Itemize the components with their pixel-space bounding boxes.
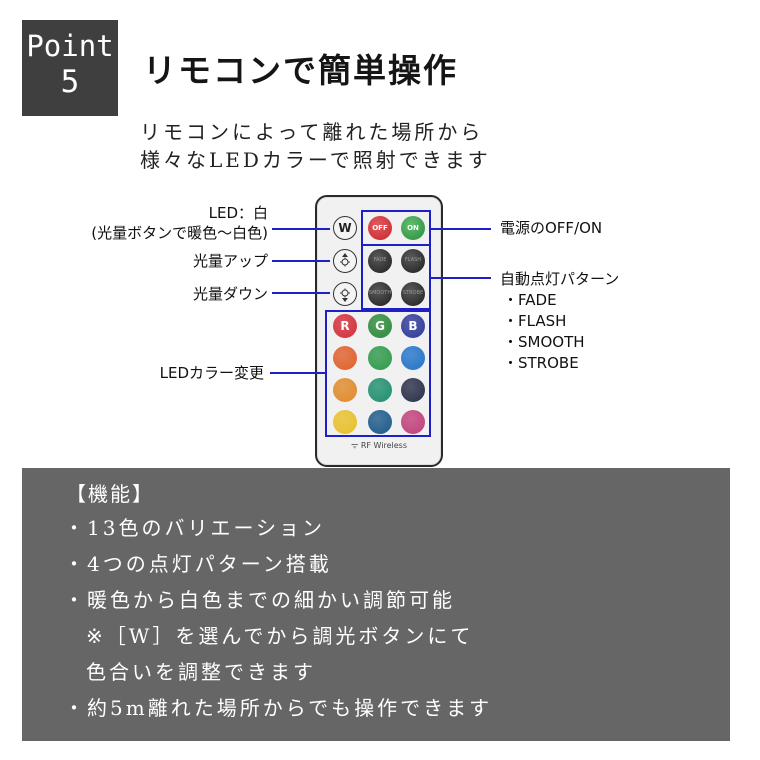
flash-button[interactable]: FLASH xyxy=(401,249,425,273)
color-button-r2-c1[interactable] xyxy=(333,346,357,370)
color-button-r4-c1[interactable] xyxy=(333,410,357,434)
sun-down-icon xyxy=(340,288,350,302)
wifi-icon: ᯤ xyxy=(350,441,359,450)
feature-item-colors: ・13色のバリエーション xyxy=(64,516,326,540)
on-button[interactable]: ON xyxy=(401,216,425,240)
light-down-leader xyxy=(272,292,330,294)
color-button-r2-c2[interactable] xyxy=(368,346,392,370)
feature-note-line-1: ※［W］を選んでから調光ボタンにて xyxy=(86,624,474,648)
sun-up-icon xyxy=(340,253,350,267)
color-button-r3-c1[interactable] xyxy=(333,378,357,402)
subtitle: リモコンによって離れた場所から 様々なLEDカラーで照射できます xyxy=(140,118,491,174)
subtitle-line-2: 様々なLEDカラーで照射できます xyxy=(140,148,491,172)
led-color-leader xyxy=(270,372,326,374)
power-leader xyxy=(431,228,491,230)
smooth-button-label: SMOOTH xyxy=(368,290,392,296)
pattern-fade: ・FADE xyxy=(503,291,557,309)
brightness-up-button[interactable] xyxy=(333,249,357,273)
smooth-button[interactable]: SMOOTH xyxy=(368,282,392,306)
badge-word: Point xyxy=(26,29,114,63)
strobe-button-label: STROBE xyxy=(402,290,424,296)
subtitle-line-1: リモコンによって離れた場所から xyxy=(140,120,484,144)
light-up-leader xyxy=(272,260,330,262)
rf-brand: RF Wireless xyxy=(360,441,408,450)
pattern-highlight-box xyxy=(361,244,431,310)
feature-item-range: ・約5m離れた場所からでも操作できます xyxy=(64,696,493,720)
pattern-leader xyxy=(431,277,491,279)
led-white-leader xyxy=(272,228,330,230)
color-button-r3-c2[interactable] xyxy=(368,378,392,402)
flash-button-label: FLASH xyxy=(404,257,422,263)
feature-note-line-2: 色合いを調整できます xyxy=(86,660,316,684)
color-button-r1-c3[interactable]: B xyxy=(401,314,425,338)
pattern-flash: ・FLASH xyxy=(503,312,567,330)
light-down-label: 光量ダウン xyxy=(192,285,268,303)
color-button-r4-c3[interactable] xyxy=(401,410,425,434)
pattern-strobe: ・STROBE xyxy=(503,354,579,372)
led-white-label-1: LED：白 xyxy=(208,204,268,222)
led-color-change-label: LEDカラー変更 xyxy=(159,364,264,382)
brightness-down-button[interactable] xyxy=(333,282,357,306)
color-button-r1-c1[interactable]: R xyxy=(333,314,357,338)
point-badge: Point 5 xyxy=(22,20,118,116)
feature-item-patterns: ・4つの点灯パターン搭載 xyxy=(64,552,332,576)
power-highlight-box xyxy=(361,210,431,246)
light-up-label: 光量アップ xyxy=(192,252,268,270)
color-button-r1-c2[interactable]: G xyxy=(368,314,392,338)
fade-button[interactable]: FADE xyxy=(368,249,392,273)
features-title: 【機能】 xyxy=(66,482,154,506)
color-button-r2-c3[interactable] xyxy=(401,346,425,370)
pattern-list: ・FADE ・FLASH ・SMOOTH ・STROBE xyxy=(503,290,585,374)
color-button-r3-c3[interactable] xyxy=(401,378,425,402)
badge-number: 5 xyxy=(60,64,80,100)
color-button-r4-c2[interactable] xyxy=(368,410,392,434)
headline: リモコンで簡単操作 xyxy=(143,51,458,90)
feature-item-dimming: ・暖色から白色までの細かい調節可能 xyxy=(64,588,455,612)
w-button[interactable]: W xyxy=(333,216,357,240)
off-button[interactable]: OFF xyxy=(368,216,392,240)
color-highlight-box xyxy=(325,310,431,437)
features-panel: 【機能】 ・13色のバリエーション ・4つの点灯パターン搭載 ・暖色から白色まで… xyxy=(22,468,730,741)
strobe-button[interactable]: STROBE xyxy=(401,282,425,306)
auto-pattern-title: 自動点灯パターン xyxy=(500,270,620,288)
power-label: 電源のOFF/ON xyxy=(500,219,603,237)
pattern-smooth: ・SMOOTH xyxy=(503,333,585,351)
fade-button-label: FADE xyxy=(373,257,387,263)
led-white-label-2: (光量ボタンで暖色～白色) xyxy=(91,224,268,242)
rf-wireless-label: ᯤ RF Wireless xyxy=(317,440,441,451)
